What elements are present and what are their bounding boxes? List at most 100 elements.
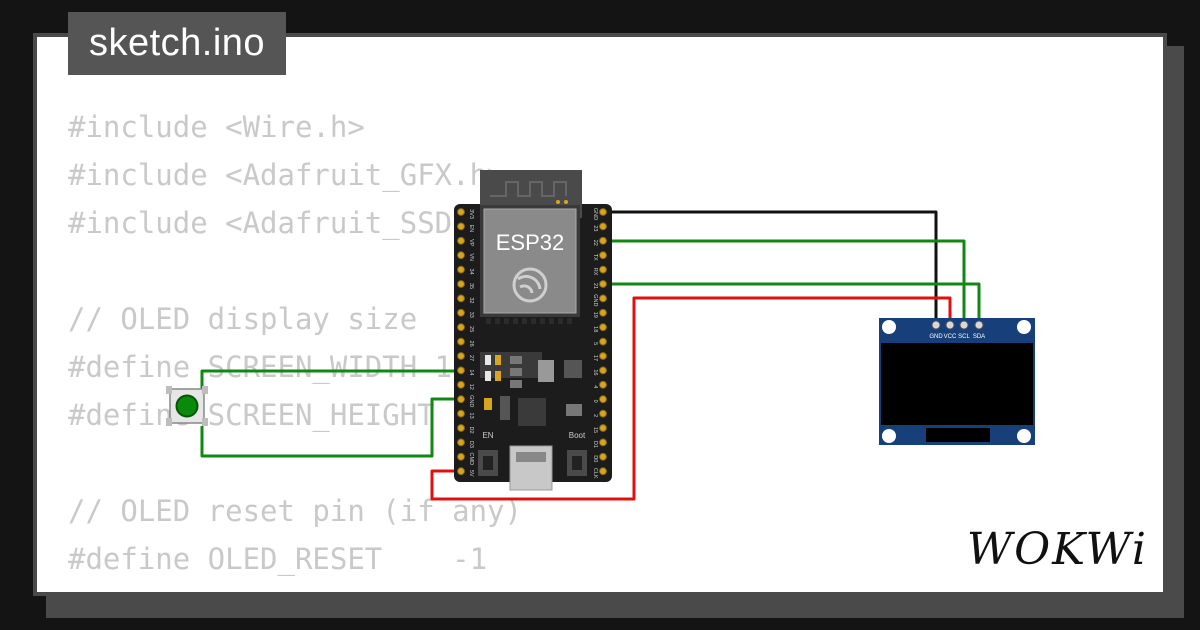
esp32-pin[interactable] — [457, 467, 465, 476]
wire-button-a[interactable] — [200, 369, 460, 390]
esp32-pin[interactable] — [457, 424, 465, 432]
esp32-pin[interactable] — [457, 366, 465, 375]
esp32-pin-label: 0 — [592, 400, 598, 403]
esp32-pin[interactable] — [457, 294, 465, 303]
oled-pin-label: SCL — [958, 334, 970, 340]
oled-pin[interactable] — [931, 320, 941, 330]
esp32-pin[interactable] — [599, 208, 607, 216]
push-button[interactable] — [166, 386, 208, 426]
esp32-pin-label: D0 — [592, 455, 598, 462]
esp32-pin-label: 32 — [468, 297, 474, 303]
esp32-pin[interactable] — [599, 337, 607, 346]
esp32-pin[interactable] — [599, 308, 607, 317]
esp32-pin-label: 5 — [592, 342, 598, 345]
esp32-pin-label: 3V3 — [468, 209, 474, 219]
esp32-pin-label: 13 — [468, 413, 474, 419]
wires — [200, 210, 981, 501]
esp32-pin[interactable] — [457, 308, 465, 317]
esp32-pin-label: 18 — [592, 326, 598, 332]
esp32-boot-label: Boot — [569, 431, 586, 440]
esp32-pin-label: TX — [592, 254, 598, 261]
code-line: #include <Adafruit_GFX.h> — [68, 158, 505, 192]
esp32-pin[interactable] — [599, 366, 607, 375]
esp32-pin-label: 26 — [468, 341, 474, 347]
esp32-pin-label: D3 — [468, 441, 474, 448]
esp32-pin[interactable] — [457, 438, 465, 447]
esp32-pin[interactable] — [457, 222, 465, 231]
esp32-label: ESP32 — [496, 230, 565, 255]
oled-pin-label: GND — [929, 334, 943, 340]
esp32-pin[interactable] — [599, 380, 607, 389]
esp32-pin-label: 22 — [592, 240, 598, 246]
esp32-pin-label: 35 — [468, 283, 474, 289]
oled-pin-label: SDA — [973, 334, 985, 340]
oled-pin[interactable] — [945, 320, 955, 330]
wire-scl[interactable] — [603, 239, 966, 325]
esp32-pin[interactable] — [457, 208, 465, 216]
esp32-pin-label: 25 — [468, 326, 474, 332]
wokwi-logo: WOKWi — [966, 524, 1148, 575]
esp32-pin-label: VP — [468, 239, 474, 247]
wire-sda[interactable] — [603, 282, 981, 325]
esp32-board[interactable]: ESP32 EN Boot — [454, 170, 612, 491]
esp32-pin[interactable] — [457, 337, 465, 346]
esp32-pin-label: GND — [592, 208, 598, 220]
esp32-pin[interactable] — [599, 280, 607, 288]
esp32-pin-label: 16 — [592, 369, 598, 375]
esp32-pin-label: CMD — [468, 453, 474, 466]
esp32-pin-label: 27 — [468, 355, 474, 361]
push-button-cap[interactable] — [175, 394, 199, 418]
code-line: // OLED reset pin (if any) — [68, 494, 522, 528]
oled-screen — [881, 343, 1033, 425]
esp32-pin-label: RX — [592, 268, 598, 276]
esp32-pin[interactable] — [599, 409, 607, 418]
esp32-pin-label: 2 — [592, 414, 598, 417]
esp32-pin[interactable] — [457, 251, 465, 260]
oled-pin[interactable] — [974, 320, 984, 330]
esp32-pin[interactable] — [599, 222, 607, 231]
wire-button-b[interactable] — [200, 397, 460, 458]
esp32-pin[interactable] — [599, 251, 607, 260]
esp32-pin-label: 17 — [592, 355, 598, 361]
esp32-pin[interactable] — [457, 323, 465, 332]
esp32-pin[interactable] — [457, 280, 465, 288]
esp32-pin-label: 34 — [468, 269, 474, 275]
esp32-pin-label: 19 — [592, 312, 598, 318]
esp32-pin-label: 33 — [468, 312, 474, 318]
esp32-pin[interactable] — [457, 452, 465, 461]
esp32-pin[interactable] — [457, 265, 465, 274]
oled-pin[interactable] — [959, 320, 969, 330]
code-line: #define OLED_RESET -1 — [68, 542, 488, 576]
esp32-pin[interactable] — [599, 265, 607, 274]
esp32-pin[interactable] — [599, 323, 607, 332]
wire-vcc[interactable] — [430, 296, 952, 501]
esp32-pin[interactable] — [599, 452, 607, 461]
esp32-en-button[interactable] — [478, 450, 498, 476]
esp32-pin[interactable] — [599, 467, 607, 476]
code-line: Adafruit_SSD1306 display(SCREEN_WIDTH, S… — [68, 583, 1163, 592]
esp32-pin-label: D2 — [468, 426, 474, 433]
code-editor: #include <Wire.h>#include <Adafruit_GFX.… — [68, 103, 1163, 592]
esp32-pin[interactable] — [599, 236, 607, 245]
usb-port-icon — [509, 445, 553, 491]
esp32-pin[interactable] — [599, 438, 607, 447]
code-line: // OLED display size — [68, 302, 418, 336]
esp32-pin[interactable] — [599, 352, 607, 360]
file-tab[interactable]: sketch.ino — [68, 12, 286, 75]
esp32-boot-button[interactable] — [567, 450, 587, 476]
wire-gnd[interactable] — [603, 210, 938, 325]
esp32-pin-label: 23 — [592, 225, 598, 231]
esp32-pin[interactable] — [599, 294, 607, 303]
esp32-pin[interactable] — [457, 236, 465, 245]
esp32-pin-label: VN — [468, 253, 474, 261]
esp32-pin[interactable] — [457, 352, 465, 360]
esp32-pin[interactable] — [599, 395, 607, 404]
esp32-pin[interactable] — [457, 380, 465, 389]
esp32-pin[interactable] — [599, 424, 607, 432]
esp32-pin[interactable] — [457, 409, 465, 418]
esp32-pin[interactable] — [457, 395, 465, 404]
esp32-pin-label: EN — [468, 225, 474, 233]
